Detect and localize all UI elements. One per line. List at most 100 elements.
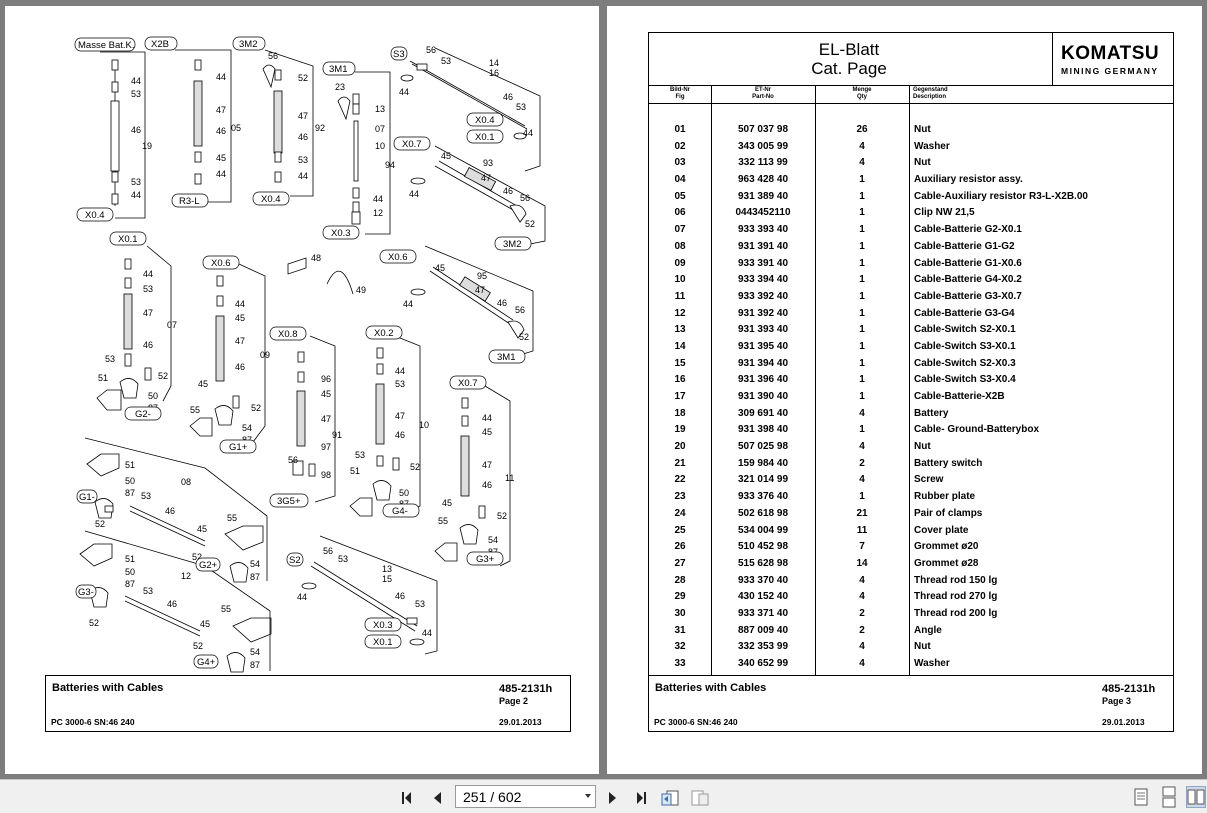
callout-masse: Masse Bat.K. [78, 40, 135, 51]
row-fig: 15 [674, 357, 686, 369]
row-part-no: 340 652 99 [737, 658, 789, 669]
svg-text:10: 10 [419, 420, 429, 430]
row-fig: 04 [674, 174, 686, 186]
continuous-view-icon[interactable] [1159, 786, 1179, 808]
first-page-icon[interactable] [398, 788, 418, 808]
row-description: Cable-Switch S3-X0.4 [914, 374, 1016, 386]
view-next-page-icon[interactable] [690, 788, 710, 808]
page-number-select[interactable]: 251 / 602 [455, 785, 596, 808]
row-qty: 1 [859, 274, 865, 286]
svg-text:14: 14 [489, 58, 499, 68]
footer-title: Batteries with Cables [52, 682, 164, 694]
row-fig: 11 [674, 290, 686, 302]
row-description: Screw [914, 474, 944, 486]
row-description: Nut [914, 641, 931, 653]
row-description: Battery [914, 407, 949, 419]
row-part-no: 933 391 40 [737, 257, 789, 269]
callout-g3-plus: G3+ [476, 554, 495, 565]
callout-x03: X0.3 [373, 620, 393, 631]
footer-model: PC 3000-6 SN:46 240 [654, 717, 738, 727]
svg-text:53: 53 [355, 450, 365, 460]
row-description: Cable- Ground-Batterybox [914, 424, 1040, 436]
row-fig: 07 [674, 224, 686, 236]
row-description: Grommet ø20 [914, 541, 979, 553]
row-part-no: 507 025 98 [737, 441, 789, 453]
callout-x04: X0.4 [475, 115, 495, 126]
row-fig: 27 [674, 557, 686, 569]
callout-x06: X0.6 [388, 252, 408, 263]
row-fig: 31 [674, 624, 686, 636]
row-description: Cable-Batterie G2-X0.1 [914, 224, 1022, 236]
svg-text:52: 52 [193, 641, 203, 651]
svg-text:45: 45 [321, 389, 331, 399]
row-description: Cable-Batterie G1-G2 [914, 240, 1015, 252]
row-part-no: 931 392 40 [737, 307, 789, 319]
logo-wordmark: KOMATSU [1061, 43, 1160, 64]
svg-text:44: 44 [235, 299, 245, 309]
svg-text:47: 47 [482, 460, 492, 470]
row-fig: 20 [674, 441, 686, 453]
svg-text:45: 45 [198, 379, 208, 389]
callout-r3l: R3-L [179, 196, 200, 207]
svg-text:13: 13 [382, 564, 392, 574]
callout-x02: X0.2 [374, 328, 394, 339]
svg-text:53: 53 [143, 284, 153, 294]
row-part-no: 507 037 98 [737, 124, 789, 135]
last-page-icon[interactable] [630, 788, 650, 808]
prev-page-icon[interactable] [428, 788, 448, 808]
row-fig: 10 [674, 274, 686, 286]
svg-text:46: 46 [216, 126, 226, 136]
svg-text:45: 45 [200, 619, 210, 629]
svg-text:46: 46 [503, 186, 513, 196]
row-fig: 12 [674, 307, 686, 319]
svg-text:52: 52 [95, 519, 105, 529]
svg-text:55: 55 [438, 516, 448, 526]
svg-text:53: 53 [141, 491, 151, 501]
callout-x07: X0.7 [402, 139, 422, 150]
callout-g1-plus: G1+ [229, 442, 248, 453]
svg-text:44: 44 [373, 194, 383, 204]
row-part-no: 510 452 98 [737, 541, 789, 553]
row-qty: 11 [856, 524, 868, 536]
row-description: Washer [914, 140, 950, 152]
svg-text:53: 53 [105, 354, 115, 364]
view-previous-page-icon[interactable] [660, 788, 680, 808]
svg-text:44: 44 [422, 628, 432, 638]
svg-text:46: 46 [165, 506, 175, 516]
svg-text:46: 46 [482, 480, 492, 490]
single-page-view-icon[interactable] [1131, 786, 1151, 808]
callout-x04: X0.4 [261, 194, 281, 205]
svg-text:45: 45 [235, 313, 245, 323]
svg-text:54: 54 [488, 535, 498, 545]
svg-text:56: 56 [426, 45, 436, 55]
row-part-no: 159 984 40 [737, 457, 789, 469]
svg-text:52: 52 [192, 552, 202, 562]
row-part-no: 887 009 40 [737, 624, 789, 636]
row-part-no: 534 004 99 [737, 524, 789, 536]
row-qty: 1 [859, 207, 865, 219]
row-description: Cable-Switch S3-X0.1 [914, 340, 1016, 352]
two-page-view-icon[interactable] [1186, 786, 1206, 808]
row-description: Washer [914, 658, 950, 669]
svg-text:52: 52 [410, 462, 420, 472]
next-page-icon[interactable] [602, 788, 622, 808]
row-part-no: 430 152 40 [737, 591, 789, 603]
row-qty: 1 [859, 424, 865, 436]
svg-text:46: 46 [497, 298, 507, 308]
row-fig: 33 [674, 658, 686, 669]
footer-model: PC 3000-6 SN:46 240 [51, 717, 135, 727]
callout-g4-minus: G4- [392, 506, 408, 517]
row-fig: 26 [674, 541, 686, 553]
svg-text:07: 07 [375, 124, 385, 134]
komatsu-logo: KOMATSU MINING GERMANY [1052, 33, 1174, 85]
svg-text:87: 87 [250, 660, 260, 670]
